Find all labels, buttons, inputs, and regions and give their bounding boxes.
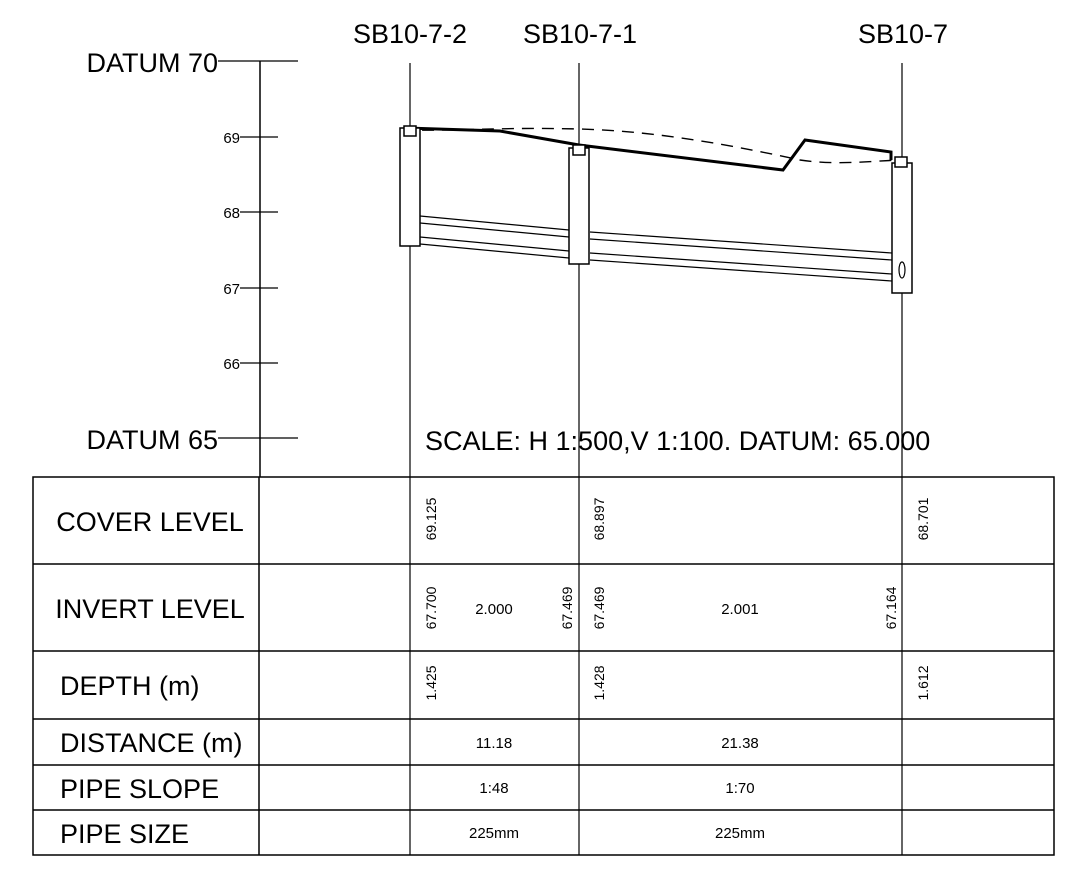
invert-level-value: 67.469 (559, 586, 575, 629)
level-tick-label: 66 (223, 356, 240, 373)
row-label-distance: DISTANCE (m) (60, 728, 243, 758)
level-tick-label: 67 (223, 281, 240, 298)
invert-level-value: 67.700 (423, 586, 439, 629)
scale-note: SCALE: H 1:500,V 1:100. DATUM: 65.000 (425, 426, 930, 456)
distance-value: 11.18 (476, 735, 512, 752)
row-label-pipe-size: PIPE SIZE (60, 819, 189, 849)
depth-value: 1.428 (591, 665, 607, 700)
row-label-invert-level: INVERT LEVEL (55, 594, 245, 624)
pipe-size-value: 225mm (715, 825, 765, 842)
level-tick-label: 69 (223, 130, 240, 147)
row-label-cover-level: COVER LEVEL (56, 507, 244, 537)
proposed-ground-line (405, 126, 893, 172)
level-axis: DATUM 70 DATUM 65 69 68 67 66 (86, 48, 298, 477)
invert-level-value: 67.469 (591, 586, 607, 629)
cover-level-value: 68.897 (591, 497, 607, 540)
manhole-shafts (399, 125, 913, 294)
cover-level-value: 69.125 (423, 497, 439, 540)
distance-value: 21.38 (721, 735, 759, 752)
existing-ground-line (401, 127, 906, 164)
pipe-slope-value: 1:70 (725, 780, 754, 797)
invert-level-value: 67.164 (883, 586, 899, 629)
pipe-slope-value: 1:48 (479, 780, 508, 797)
pipe-runs (419, 215, 893, 282)
datum-top-label: DATUM 70 (86, 48, 218, 78)
pipe-size-value: 225mm (469, 825, 519, 842)
data-table: COVER LEVEL INVERT LEVEL DEPTH (m) DISTA… (32, 476, 1055, 856)
manhole-markers: SB10-7-2 SB10-7-1 SB10-7 (353, 19, 948, 855)
invert-mid-value: 2.001 (721, 601, 759, 618)
manhole-label: SB10-7-1 (523, 19, 637, 49)
manhole-label: SB10-7-2 (353, 19, 467, 49)
row-label-depth: DEPTH (m) (60, 671, 199, 701)
invert-mid-value: 2.000 (475, 601, 513, 618)
manhole-label: SB10-7 (858, 19, 948, 49)
depth-value: 1.425 (423, 665, 439, 700)
row-label-pipe-slope: PIPE SLOPE (60, 774, 219, 804)
datum-bottom-label: DATUM 65 (86, 425, 218, 455)
depth-value: 1.612 (915, 665, 931, 700)
cover-level-value: 68.701 (915, 497, 931, 540)
level-tick-label: 68 (223, 205, 240, 222)
